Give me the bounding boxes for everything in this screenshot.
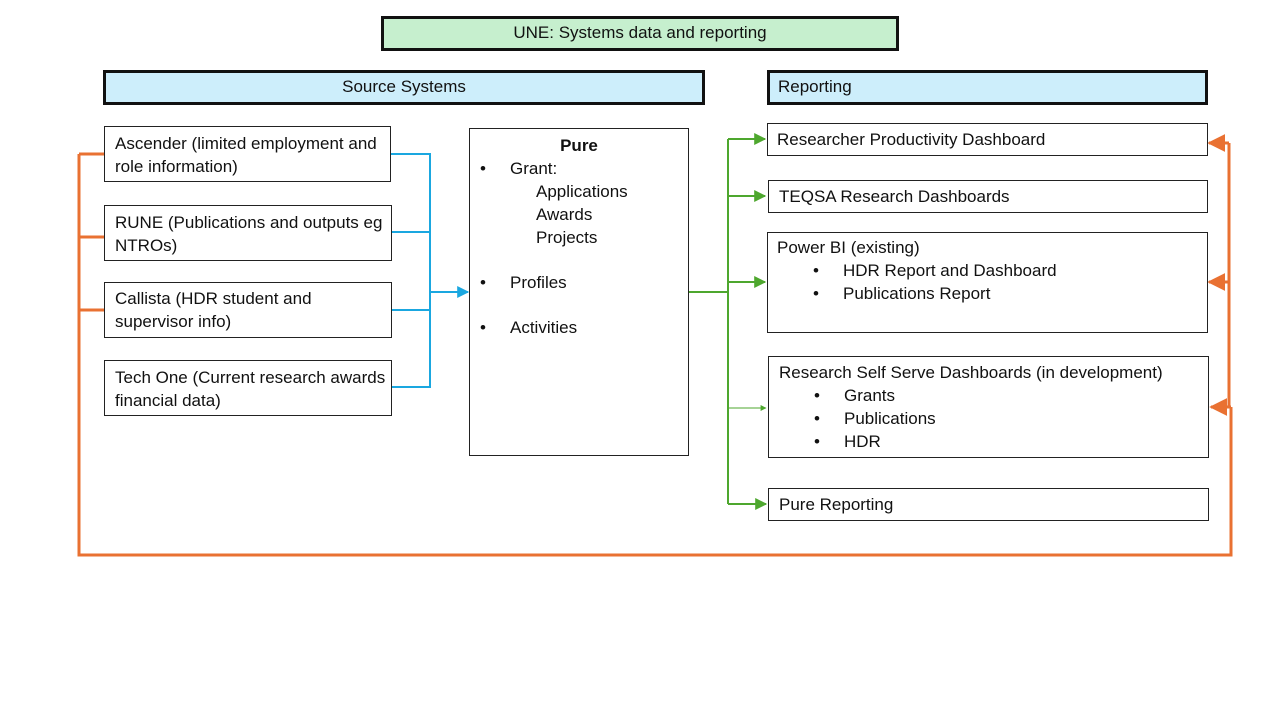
source-rune-text: RUNE (Publications and outputs eg NTROs) <box>115 213 383 255</box>
report-pure-reporting-text: Pure Reporting <box>779 495 894 514</box>
report-self-serve-item: Grants <box>804 384 1208 407</box>
report-self-serve-title: Research Self Serve Dashboards (in devel… <box>779 363 1163 382</box>
feedback-loop-connectors <box>77 134 1233 557</box>
source-to-pure-connectors <box>391 153 470 388</box>
report-teqsa: TEQSA Research Dashboards <box>768 180 1208 213</box>
report-self-serve-list: Grants Publications HDR <box>779 384 1208 453</box>
source-callista-text: Callista (HDR student and supervisor inf… <box>115 289 312 331</box>
source-ascender-text: Ascender (limited employment and role in… <box>115 134 377 176</box>
source-systems-header: Source Systems <box>103 70 705 105</box>
pure-grant-projects: Projects <box>536 228 598 247</box>
pure-grant-applications: Applications <box>536 182 628 201</box>
source-tech-one-text: Tech One (Current research awards financ… <box>115 368 386 410</box>
report-researcher-productivity: Researcher Productivity Dashboard <box>767 123 1208 156</box>
pure-grant-awards: Awards <box>536 205 593 224</box>
pure-profiles: Profiles <box>470 271 688 294</box>
report-self-serve-item: HDR <box>804 430 1208 453</box>
report-researcher-productivity-text: Researcher Productivity Dashboard <box>777 130 1046 149</box>
report-power-bi: Power BI (existing) HDR Report and Dashb… <box>767 232 1208 333</box>
diagram-title: UNE: Systems data and reporting <box>381 16 899 51</box>
report-power-bi-title: Power BI (existing) <box>777 238 920 257</box>
reporting-header: Reporting <box>767 70 1208 105</box>
report-teqsa-text: TEQSA Research Dashboards <box>779 187 1010 206</box>
pure-grant: Grant: <box>470 157 688 180</box>
report-self-serve-item: Publications <box>804 407 1208 430</box>
source-ascender: Ascender (limited employment and role in… <box>104 126 391 182</box>
report-power-bi-item: Publications Report <box>803 282 1207 305</box>
pure-to-reports-connectors <box>689 133 768 510</box>
pure-feature-list: Grant: Applications Awards Projects Prof… <box>470 157 688 339</box>
pure-title: Pure <box>560 136 598 155</box>
pure-system: Pure Grant: Applications Awards Projects… <box>469 128 689 456</box>
source-callista: Callista (HDR student and supervisor inf… <box>104 282 392 338</box>
report-self-serve: Research Self Serve Dashboards (in devel… <box>768 356 1209 458</box>
report-pure-reporting: Pure Reporting <box>768 488 1209 521</box>
diagram-title-text: UNE: Systems data and reporting <box>513 23 767 42</box>
source-rune: RUNE (Publications and outputs eg NTROs) <box>104 205 392 261</box>
report-power-bi-item: HDR Report and Dashboard <box>803 259 1207 282</box>
reporting-header-text: Reporting <box>778 77 852 96</box>
source-tech-one: Tech One (Current research awards financ… <box>104 360 392 416</box>
source-systems-header-text: Source Systems <box>342 77 466 96</box>
pure-grant-label: Grant: <box>510 159 558 178</box>
report-power-bi-list: HDR Report and Dashboard Publications Re… <box>777 259 1207 305</box>
pure-activities: Activities <box>470 316 688 339</box>
